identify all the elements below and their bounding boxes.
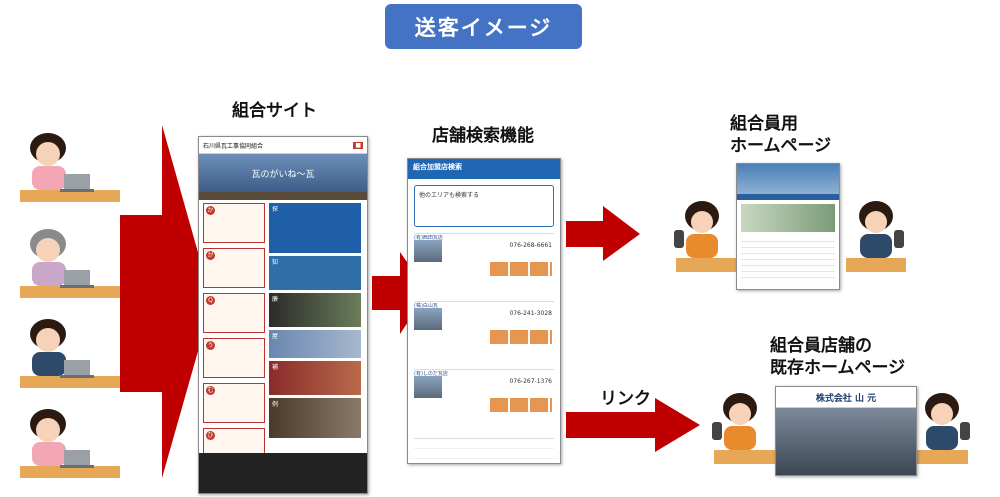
- site-banner-text: 瓦のがいね～瓦: [251, 169, 315, 180]
- operator-4: [908, 393, 970, 464]
- site-card-left: む: [203, 383, 265, 423]
- member-hp-content: [741, 236, 835, 280]
- shop-name: (有)西田瓦店: [414, 235, 443, 241]
- shop-photo: [414, 240, 442, 262]
- operator-1: [674, 201, 738, 272]
- search-more-list: [414, 438, 554, 463]
- shop-phone: 076-241-3028: [509, 310, 552, 317]
- shop-search-screenshot: 組合加盟店検索 他のエリアも検索する (有)西田瓦店 076-268-6661 …: [407, 158, 561, 464]
- search-area-title: 他のエリアも検索する: [419, 192, 480, 199]
- user-4: [20, 409, 120, 478]
- label-link: リンク: [600, 389, 651, 409]
- member-hp-nav: [737, 194, 839, 200]
- card-right-label: 屋: [272, 333, 279, 340]
- label-association-site: 組合サイト: [232, 101, 317, 121]
- shop-name: (有)しのだ瓦店: [414, 371, 448, 377]
- site-card-left: う: [203, 338, 265, 378]
- site-nav: [199, 192, 367, 200]
- shop-tags: [490, 330, 552, 344]
- site-header: 石川県瓦工事協同組合 ■: [199, 137, 367, 154]
- site-org-name: 石川県瓦工事協同組合: [203, 142, 264, 150]
- site-right-column: 探 知 廉 屋 補 例: [269, 203, 361, 441]
- card-icon: が: [206, 251, 215, 260]
- card-right-label: 探: [272, 206, 279, 213]
- site-card-right: 屋: [269, 330, 361, 358]
- association-site-screenshot: 石川県瓦工事協同組合 ■ 瓦のがいね～瓦 か が Q う む ひ 探 知 廉 屋…: [198, 136, 368, 494]
- site-banner: 瓦のがいね～瓦: [199, 154, 367, 192]
- site-card-left: が: [203, 248, 265, 288]
- label-member-hp-1: 組合員用: [730, 114, 798, 134]
- main-arrow: [120, 125, 212, 478]
- label-shop-search: 店舗検索機能: [432, 126, 534, 146]
- site-card-right: 探: [269, 203, 361, 253]
- member-hp-banner: [737, 164, 839, 194]
- user-3: [20, 319, 120, 388]
- member-hp-photo: [741, 204, 835, 232]
- site-footer: [199, 453, 367, 493]
- shop-name: (株)白山瓦: [414, 303, 438, 309]
- operator-3: [712, 393, 776, 464]
- label-member-hp-2: ホームページ: [730, 136, 832, 156]
- member-homepage-screenshot: [736, 163, 840, 290]
- card-icon: ひ: [206, 431, 215, 440]
- existing-hp-photo: [776, 408, 916, 475]
- user-2: [20, 229, 120, 298]
- title-badge: 送客イメージ: [385, 4, 582, 49]
- title-text: 送客イメージ: [414, 15, 553, 40]
- existing-hp-logo: 株式会社 山 元: [776, 387, 916, 408]
- shop-phone: 076-268-6661: [509, 242, 552, 249]
- site-card-left: か: [203, 203, 265, 243]
- card-right-label: 知: [272, 259, 279, 266]
- site-card-right: 廉: [269, 293, 361, 327]
- card-icon: む: [206, 386, 215, 395]
- site-card-right: 例: [269, 398, 361, 438]
- label-existing-hp-1: 組合員店舗の: [770, 336, 872, 356]
- search-header: 組合加盟店検索: [408, 159, 560, 179]
- shop-photo: [414, 308, 442, 330]
- card-right-label: 廉: [272, 296, 279, 303]
- user-1: [20, 133, 120, 202]
- operator-2: [846, 201, 906, 272]
- shop-tags: [490, 398, 552, 412]
- arrow-to-existing-hp: [566, 398, 700, 452]
- existing-homepage-screenshot: 株式会社 山 元: [775, 386, 917, 476]
- card-right-label: 例: [272, 401, 279, 408]
- site-card-left: Q: [203, 293, 265, 333]
- card-icon: Q: [206, 296, 215, 305]
- site-member-entry: ■: [353, 141, 363, 149]
- site-card-right: 補: [269, 361, 361, 395]
- label-existing-hp-2: 既存ホームページ: [770, 358, 906, 378]
- shop-tags: [490, 262, 552, 276]
- search-area-box: 他のエリアも検索する: [414, 185, 554, 227]
- card-icon: か: [206, 206, 215, 215]
- card-right-label: 補: [272, 364, 279, 371]
- card-icon: う: [206, 341, 215, 350]
- site-card-right: 知: [269, 256, 361, 290]
- search-result-item: (株)白山瓦 076-241-3028: [414, 301, 554, 366]
- shop-photo: [414, 376, 442, 398]
- search-result-item: (有)しのだ瓦店 076-267-1376: [414, 369, 554, 434]
- search-result-item: (有)西田瓦店 076-268-6661: [414, 233, 554, 298]
- arrow-to-member-hp: [566, 206, 640, 261]
- site-left-column: か が Q う む ひ: [203, 203, 265, 473]
- shop-phone: 076-267-1376: [509, 378, 552, 385]
